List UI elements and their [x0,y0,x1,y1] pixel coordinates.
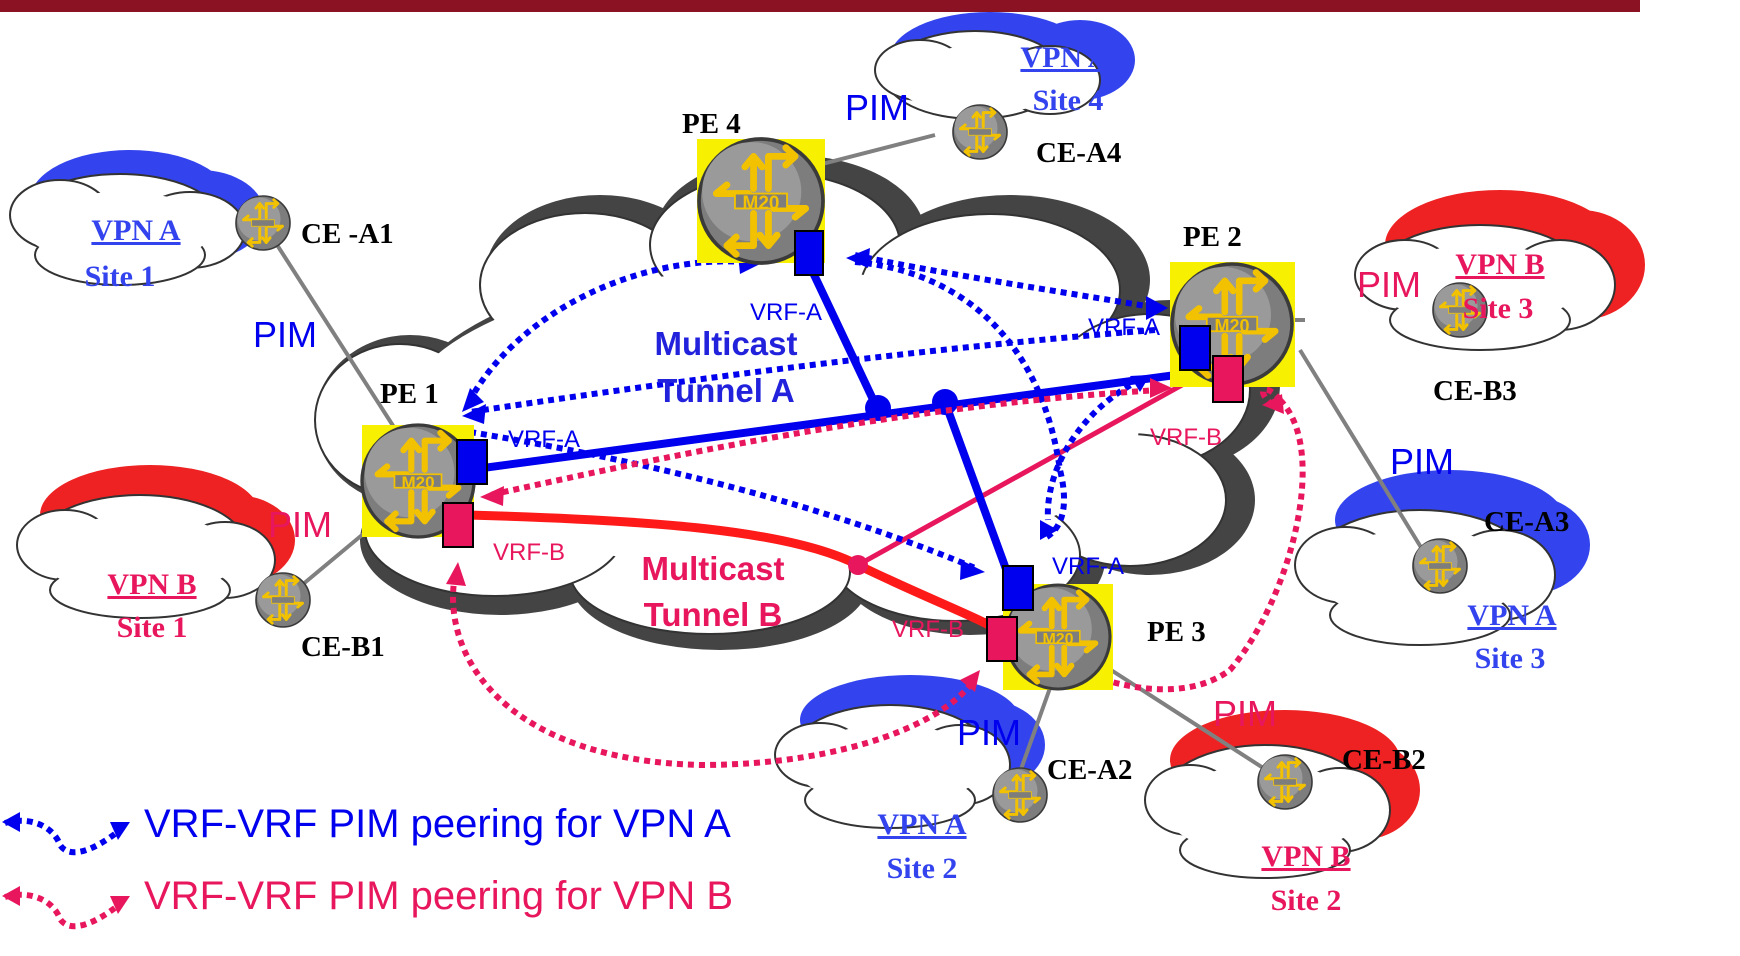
pim-label-b2: PIM [1213,693,1277,734]
site-b2-name: Site 2 [1271,884,1342,917]
pe1-vrf-b-label: VRF-B [493,539,565,566]
ce-b2-router[interactable] [1258,755,1312,809]
site-a2-name: Site 2 [887,852,958,885]
ce-a3-label: CE-A3 [1484,506,1569,538]
legend-symbol-b [2,886,130,930]
pim-label-a2: PIM [957,712,1021,753]
pe2-vrf-b-box [1212,355,1244,403]
ce-a1-label: CE -A1 [301,218,394,250]
pe3-vrf-a-label: VRF-A [1052,553,1124,580]
pe3-vrf-b-label: VRF-B [892,616,964,643]
site-a1-name: Site 1 [85,260,156,293]
tunnel-b-label-line2: Tunnel B [644,596,783,633]
legend-vpn-b-text: VRF-VRF PIM peering for VPN B [144,874,734,918]
pe3-model-label: M20 [1042,631,1073,648]
ce-a4-label: CE-A4 [1036,137,1121,169]
site-a2-vpn[interactable]: VPN A [877,808,967,841]
site-b1-vpn[interactable]: VPN B [107,568,196,601]
legend-vpn-a-text: VRF-VRF PIM peering for VPN A [144,802,731,846]
site-cloud-a1 [9,150,265,286]
ce-b2-label: CE-B2 [1342,744,1426,776]
pe3-label: PE 3 [1147,616,1206,648]
pe2-vrf-a-box [1179,325,1211,371]
pe4-label: PE 4 [682,108,741,140]
site-cloud-b1 [16,465,295,619]
title-bar [0,0,1640,12]
site-cloud-a2 [774,675,1045,829]
site-cloud-b3 [1354,190,1645,351]
pe1-model-label: M20 [401,473,434,492]
pe3-vrf-b-box [986,616,1018,662]
site-a4-vpn[interactable]: VPN A [1020,41,1110,74]
site-b3-name: Site 3 [1463,292,1534,325]
pe2-model-label: M20 [1214,316,1249,336]
ce-a2-label: CE-A2 [1047,754,1132,786]
pe4-vrf-a-box [794,230,824,276]
vrf-boxes [442,230,1244,662]
pim-label-a3: PIM [1390,441,1454,482]
site-b3-vpn[interactable]: VPN B [1455,248,1544,281]
ce-a2-router[interactable] [993,768,1047,822]
ce-a4-router[interactable] [953,105,1007,159]
pe4-model-label: M20 [743,193,780,214]
pe2-vrf-a-label: VRF-A [1088,314,1160,341]
ce-a1-router[interactable] [236,196,290,250]
pim-label-b1: PIM [268,504,332,545]
pim-label-b3: PIM [1357,264,1421,305]
pim-label-a4: PIM [845,87,909,128]
tunnel-a-label-line1: Multicast [654,325,797,362]
pe2-vrf-b-label: VRF-B [1150,424,1222,451]
pe2-label: PE 2 [1183,221,1242,253]
tunnel-b-label-line1: Multicast [641,550,784,587]
site-cloud-a4 [874,12,1135,120]
ce-b3-label: CE-B3 [1433,375,1517,407]
ce-b1-label: CE-B1 [301,631,385,663]
pe1-label: PE 1 [380,378,439,410]
site-a1-vpn[interactable]: VPN A [91,214,181,247]
pe1-vrf-b-box [442,502,474,548]
site-a3-vpn[interactable]: VPN A [1467,599,1557,632]
site-b1-name: Site 1 [117,611,188,644]
site-b2-vpn[interactable]: VPN B [1261,840,1350,873]
multicast-tunnel-b [467,372,1202,636]
vpn-a-peering [467,252,1159,571]
tunnel-a-label-line2: Tunnel A [657,372,794,409]
site-a3-name: Site 3 [1475,642,1546,675]
site-a4-name: Site 4 [1033,84,1104,117]
pe3-vrf-a-box [1002,565,1034,611]
pe4-vrf-a-label: VRF-A [750,299,822,326]
pe1-vrf-a-box [456,439,488,485]
vpn-a-arrowheads [462,248,1168,580]
pim-label-a1: PIM [253,314,317,355]
pe1-vrf-a-label: VRF-A [508,426,580,453]
legend-symbol-a [2,812,130,856]
ce-a3-router[interactable] [1413,539,1467,593]
ce-b1-router[interactable] [256,573,310,627]
